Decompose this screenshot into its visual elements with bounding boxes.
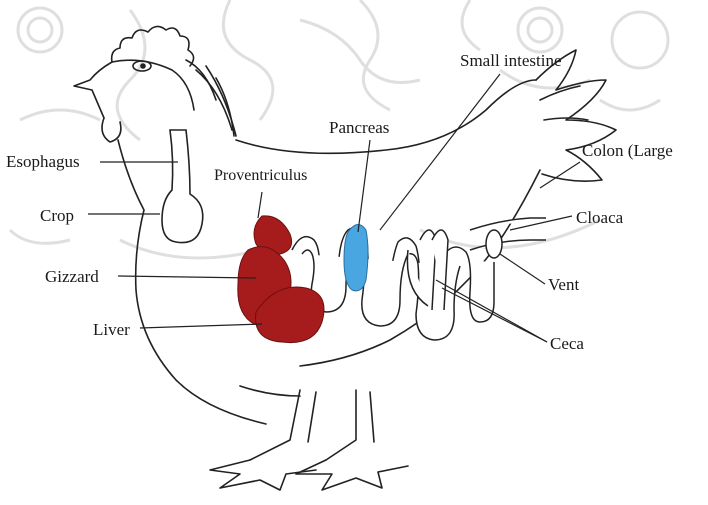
label-pancreas: Pancreas (329, 118, 389, 138)
label-vent: Vent (548, 275, 579, 295)
label-esophagus: Esophagus (6, 152, 80, 172)
label-colon: Colon (Large (582, 141, 673, 161)
label-proventriculus: Proventriculus (214, 166, 307, 186)
label-small-intestine: Small intestine (460, 51, 562, 71)
red-organs (238, 216, 324, 343)
label-crop: Crop (40, 206, 74, 226)
pancreas-organ (344, 224, 368, 290)
label-gizzard: Gizzard (45, 267, 99, 287)
label-liver: Liver (93, 320, 130, 340)
esophagus-crop (162, 130, 203, 243)
label-ceca: Ceca (550, 334, 584, 354)
label-cloaca: Cloaca (576, 208, 623, 228)
